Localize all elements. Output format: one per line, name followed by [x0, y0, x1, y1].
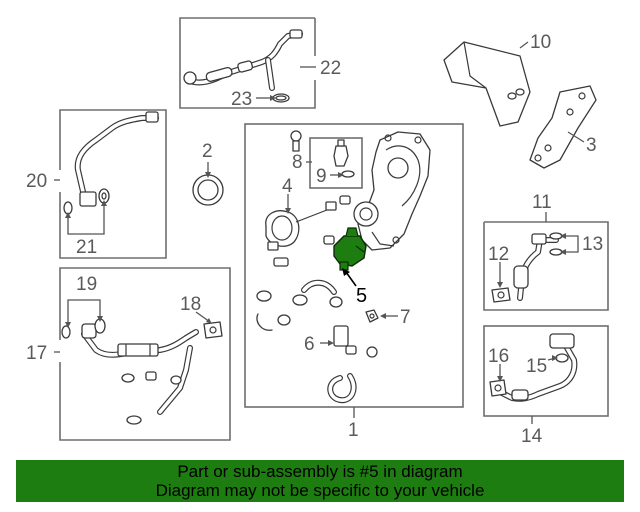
part-20-oil-line[interactable]: [74, 111, 159, 207]
callout-8: 8: [292, 152, 303, 173]
callout-11: 11: [532, 192, 552, 213]
turbocharger-assembly[interactable]: [353, 131, 431, 251]
part-14-coolant-pipe[interactable]: [497, 333, 578, 402]
box-22-23: 22 23: [179, 17, 341, 110]
part-6-solenoid[interactable]: [327, 325, 378, 404]
parts-diagram: 22 23 10 3 20: [26, 17, 609, 447]
callout-1: 1: [348, 420, 359, 441]
callout-16: 16: [488, 346, 509, 367]
callout-21: 21: [76, 237, 97, 258]
part-8-fitting[interactable]: [333, 139, 349, 167]
callout-15: 15: [526, 356, 547, 377]
box-20-21: 20 21: [26, 109, 167, 259]
part-18-gasket[interactable]: [203, 321, 223, 339]
callout-6: 6: [304, 334, 315, 355]
part-2-gasket[interactable]: [192, 174, 224, 206]
callout-4: 4: [282, 176, 293, 197]
info-banner: Part or sub-assembly is #5 in diagram Di…: [16, 460, 624, 502]
callout-18: 18: [180, 294, 201, 315]
banner-line-1: Part or sub-assembly is #5 in diagram: [177, 462, 463, 481]
box-17-18-19: 17 18 19: [26, 267, 231, 441]
callout-3: 3: [586, 135, 597, 156]
box-11-12-13: 11 12 13: [483, 192, 609, 311]
part-9-seal[interactable]: [341, 170, 355, 178]
callout-19: 19: [76, 274, 97, 295]
callout-14: 14: [521, 426, 543, 447]
bolt-upper[interactable]: [290, 130, 302, 152]
callout-12: 12: [488, 244, 509, 265]
part-22-tube[interactable]: [183, 29, 303, 91]
box-1-turbo: 1 4: [244, 123, 464, 441]
part-19-washers[interactable]: [61, 318, 106, 339]
callout-7: 7: [400, 307, 411, 328]
callout-23: 23: [231, 89, 252, 110]
callout-10: 10: [530, 32, 551, 53]
box-14-15-16: 16 15 14: [483, 325, 609, 447]
part-4-wastegate-actuator[interactable]: [265, 201, 337, 251]
callout-2: 2: [202, 141, 213, 162]
part-3-bracket[interactable]: [529, 85, 597, 169]
callout-9: 9: [316, 166, 327, 187]
callout-20: 20: [26, 171, 47, 192]
part-17-oil-return[interactable]: [81, 323, 199, 425]
banner-line-2: Diagram may not be specific to your vehi…: [155, 481, 485, 500]
part-12-gasket[interactable]: [491, 287, 511, 303]
callout-17: 17: [26, 343, 47, 364]
callout-22: 22: [320, 58, 341, 79]
part-10-heat-shield[interactable]: [443, 41, 531, 127]
part-7-clip[interactable]: [365, 309, 379, 323]
callout-5: 5: [356, 285, 367, 307]
box-8-9: 9: [309, 137, 363, 189]
part-16-gasket[interactable]: [489, 379, 507, 397]
part-11-coolant-pipe[interactable]: [513, 233, 559, 301]
fasteners[interactable]: [256, 195, 351, 331]
part-5-highlighted-sensor[interactable]: [333, 227, 367, 271]
callout-13: 13: [582, 234, 603, 255]
part-13-washers[interactable]: [549, 232, 563, 256]
